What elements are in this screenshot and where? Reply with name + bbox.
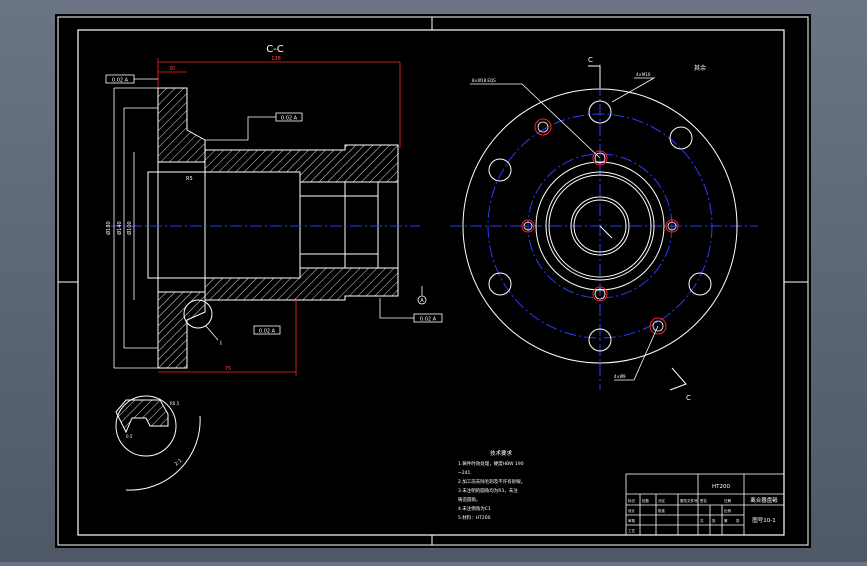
section-view-title: C-C <box>266 44 284 55</box>
section-view[interactable]: C-C <box>105 44 443 376</box>
detail-dim-2: 0.5 <box>126 434 133 439</box>
dim-left-2: Ø140 <box>116 221 123 234</box>
title-row2-label-0: 设计 <box>628 508 636 513</box>
roughness-note: 其余 <box>694 64 706 72</box>
marked-holes <box>521 118 679 335</box>
svg-text:0.02 A: 0.02 A <box>420 317 437 323</box>
outer-border <box>57 16 809 546</box>
leader-hole-note: 8×Ø18 EQS <box>472 78 496 83</box>
title-row-label-2: 分区 <box>658 498 666 503</box>
svg-text:I: I <box>220 340 222 347</box>
detail-view-section <box>115 399 169 434</box>
detail-view[interactable]: R0.5 0.5 2:1 <box>115 395 201 491</box>
cut-label-top: C <box>588 56 593 64</box>
title-scale-label: 比例 <box>724 508 732 513</box>
svg-text:0.02 A: 0.02 A <box>281 116 298 122</box>
cutting-plane-c <box>588 65 687 391</box>
section-dimensions <box>157 58 401 376</box>
tolerance-frame-top-left: 0.02 A <box>105 74 158 84</box>
tolerance-frame-mid: 0.02 A <box>205 112 303 141</box>
svg-text:0.02 A: 0.02 A <box>259 329 276 335</box>
dim-top-1: 30 <box>169 66 175 72</box>
title-bottom-label-2: 第 <box>724 518 728 523</box>
title-part-name: 离合器盘毂 <box>750 496 778 504</box>
marked-holes-inner <box>523 121 677 332</box>
centering-marks <box>58 17 808 545</box>
tech-line-5: 4.未注倒角为C1 <box>458 505 491 512</box>
dim-top-2: 138 <box>271 56 281 62</box>
front-view-outline <box>462 88 738 364</box>
outer-bolt-holes <box>488 100 712 352</box>
cut-label-bottom: C <box>686 394 691 402</box>
svg-text:0.02 A: 0.02 A <box>112 78 129 84</box>
title-row-label-3: 更改文件号 <box>680 498 698 503</box>
dim-small: R5 <box>186 176 193 182</box>
title-row2-label-1: 审核 <box>628 518 636 523</box>
front-leaders <box>470 77 659 381</box>
detail-view-profile <box>125 415 201 491</box>
title-bottom-label-1: 张 <box>712 518 716 523</box>
title-row-label-0: 标记 <box>628 498 636 503</box>
datum-a: A <box>417 286 427 305</box>
detail-i-marker: I <box>183 299 222 347</box>
title-row-label-5: 日期 <box>724 498 732 503</box>
detail-scale: 2:1 <box>173 458 183 468</box>
tech-line-0: 1.铸件时效处理，硬度HBW 190 <box>458 460 524 467</box>
tech-line-4: 铸造圆角。 <box>458 496 481 503</box>
title-row2-label-2: 工艺 <box>628 528 636 533</box>
front-view[interactable]: C C 8×Ø18 EQS 4×M10 4×Ø9 其余 <box>450 56 758 402</box>
tech-requirements-title: 技术要求 <box>490 449 513 457</box>
tech-line-3: 3.未注明的圆角均为R3，未注 <box>458 487 518 494</box>
left-dimensions <box>113 87 158 369</box>
tolerance-frame-bottom-right: 0.02 A <box>379 298 443 323</box>
tech-requirements: 技术要求 1.铸件时效处理，硬度HBW 190 ~241. 2.加工前去除毛刺及… <box>458 449 525 521</box>
tech-line-1: ~241. <box>458 470 472 476</box>
title-bottom-label-0: 共 <box>700 518 704 523</box>
title-row2-label-3: 批准 <box>658 508 666 513</box>
dim-left-3: Ø100 <box>126 221 133 234</box>
title-drawing-number: 图号10-1 <box>752 516 775 524</box>
title-material: HT200 <box>712 484 730 490</box>
svg-text:A: A <box>420 298 424 304</box>
tech-line-2: 2.加工前去除毛刺及不许有砂眼。 <box>458 478 525 485</box>
dim-bottom: 75 <box>225 366 231 372</box>
dim-left-1: Ø180 <box>105 221 112 234</box>
front-view-centerlines <box>450 64 758 390</box>
tech-line-6: 5.材料：HT200 <box>458 514 491 521</box>
title-row-label-4: 签名 <box>700 498 707 503</box>
title-bottom-label-3: 张 <box>736 518 740 523</box>
tolerance-frame-bottom: 0.02 A <box>253 325 281 335</box>
detail-dim-1: R0.5 <box>170 401 180 406</box>
title-block[interactable] <box>625 473 785 536</box>
title-row-label-1: 处数 <box>642 498 650 503</box>
leader-top-note: 4×M10 <box>636 72 651 77</box>
detail-view-circle <box>115 395 177 457</box>
leader-bottom-note: 4×Ø9 <box>614 374 626 379</box>
